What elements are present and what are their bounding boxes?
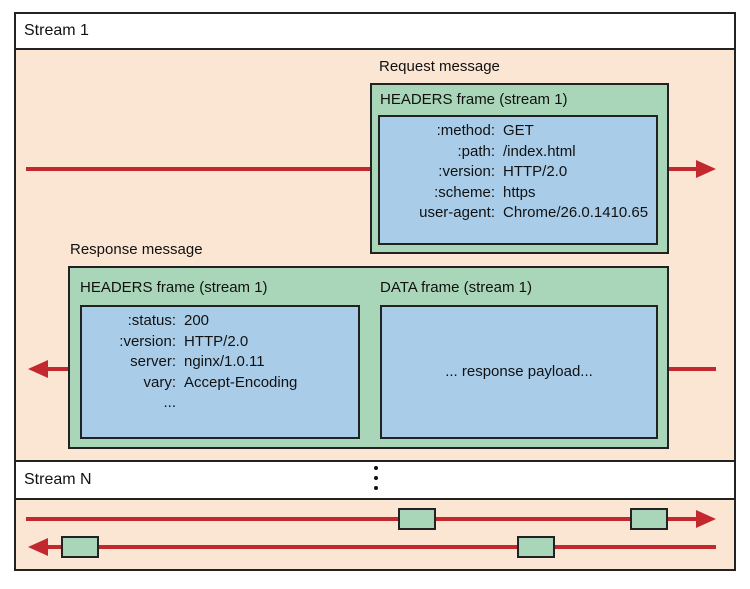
response-headers-frame-title: HEADERS frame (stream 1) (80, 279, 268, 296)
response-frames: HEADERS frame (stream 1) DATA frame (str… (68, 266, 669, 449)
header-value: Chrome/26.0.1410.65 (503, 204, 649, 221)
stream-1-header: Stream 1 (14, 12, 736, 50)
arrow-left-icon (28, 360, 48, 378)
stream-n-frame (61, 536, 99, 558)
header-row: :version: HTTP/2.0 (82, 332, 248, 353)
arrow-right-icon (696, 160, 716, 178)
response-arrow-line-right (667, 367, 716, 371)
header-key: :scheme: (434, 183, 495, 201)
stream-n-frame (517, 536, 555, 558)
ellipsis-dot-icon (374, 466, 378, 470)
header-row: ... (82, 393, 184, 414)
response-message-label: Response message (70, 241, 203, 258)
ellipsis-dot-icon (374, 486, 378, 490)
stream-1-label: Stream 1 (24, 22, 89, 39)
header-row: :path: /index.html (380, 142, 576, 163)
header-value: 200 (184, 312, 210, 329)
stream-n-frame (398, 508, 436, 530)
stream-n-request-line (26, 517, 698, 521)
header-row: user-agent: Chrome/26.0.1410.65 (380, 203, 648, 224)
header-key: :status: (127, 312, 176, 329)
header-row: :status: 200 (82, 311, 209, 332)
header-key: vary: (143, 373, 176, 391)
arrow-left-icon (28, 538, 48, 556)
header-key: :path: (457, 142, 495, 160)
header-key: server: (130, 353, 176, 370)
stream-n-frame (630, 508, 668, 530)
header-value: GET (503, 122, 534, 139)
header-row: server: nginx/1.0.11 (82, 352, 265, 373)
stream-n-response-line (46, 545, 716, 549)
header-row: :scheme: https (380, 183, 536, 204)
response-headers-list: :status: 200 :version: HTTP/2.0 server: ngi… (80, 305, 360, 439)
header-value: HTTP/2.0 (184, 332, 249, 350)
header-value: /index.html (503, 142, 576, 160)
response-payload: ... response payload... (445, 362, 593, 380)
header-key: :method: (436, 122, 495, 139)
header-row: :version: HTTP/2.0 (380, 162, 567, 183)
header-key: ... (163, 394, 176, 411)
header-key: :version: (119, 332, 176, 350)
data-frame-title: DATA frame (stream 1) (380, 279, 532, 296)
arrow-right-icon (696, 510, 716, 528)
header-key: :version: (438, 163, 495, 180)
request-arrow-line-right (667, 167, 697, 171)
header-key: user-agent: (419, 204, 495, 221)
header-value: https (503, 183, 536, 201)
ellipsis-dot-icon (374, 476, 378, 480)
header-value: nginx/1.0.11 (184, 353, 265, 370)
response-arrow-line-left (47, 367, 70, 371)
header-row: vary: Accept-Encoding (82, 373, 297, 394)
header-value: Accept-Encoding (184, 373, 298, 391)
request-headers-frame: HEADERS frame (stream 1) :method: GET :pa… (370, 83, 669, 254)
header-value: HTTP/2.0 (503, 163, 568, 180)
header-row: :method: GET (380, 121, 534, 142)
request-headers-list: :method: GET :path: /index.html :version: H… (378, 115, 658, 245)
request-headers-frame-title: HEADERS frame (stream 1) (380, 91, 568, 108)
request-message-label: Request message (379, 58, 500, 75)
request-arrow-line (26, 167, 372, 171)
data-frame-body: ... response payload... (380, 305, 658, 439)
stream-n-label: Stream N (24, 471, 92, 488)
